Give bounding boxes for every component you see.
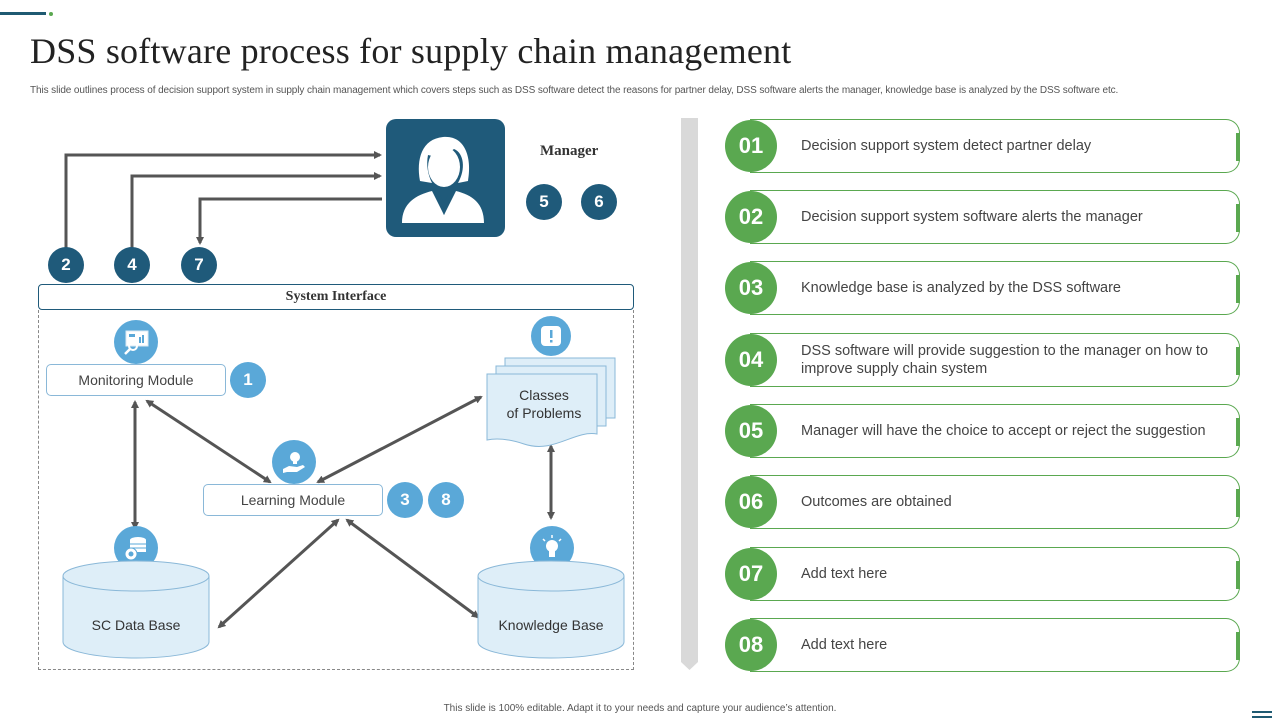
step-card (750, 190, 1240, 244)
top-accent-dot (49, 12, 53, 16)
sc-database-label: SC Data Base (91, 617, 181, 633)
step-card (750, 404, 1240, 458)
step-text: Manager will have the choice to accept o… (801, 423, 1206, 439)
step-text: Decision support system software alerts … (801, 209, 1143, 225)
learning-module: Learning Module (203, 484, 383, 516)
slide-title: DSS software process for supply chain ma… (30, 31, 792, 71)
knowledge-base-cylinder (477, 560, 625, 659)
step-badge-2: 2 (48, 247, 84, 283)
dashboard-magnifier-icon (114, 320, 158, 364)
top-accent-line (0, 12, 46, 15)
menu-lines-icon (1252, 711, 1272, 721)
vertical-divider-arrow (681, 118, 698, 670)
step-text: Add text here (801, 637, 888, 653)
step-card (750, 618, 1240, 672)
step-item: 04 DSS software will provide suggestion t… (725, 333, 1241, 387)
step-card-edge (1236, 133, 1240, 161)
arrow-learning-knowledge (345, 518, 480, 619)
step-item: 03 Knowledge base is analyzed by the DSS … (725, 261, 1241, 315)
classes-label-line1: Classes (519, 387, 569, 403)
step-card-edge (1236, 489, 1240, 517)
step-card-edge (1236, 632, 1240, 660)
step-badge-3: 3 (387, 482, 423, 518)
step-number: 02 (725, 191, 777, 243)
step-item: 02 Decision support system software alert… (725, 190, 1241, 244)
step-badge-4: 4 (114, 247, 150, 283)
monitoring-module: Monitoring Module (46, 364, 226, 396)
step-item: 07 Add text here (725, 547, 1241, 601)
manager-card (386, 119, 505, 237)
step-card-edge (1236, 204, 1240, 232)
step-badge-7: 7 (181, 247, 217, 283)
step-card (750, 333, 1240, 387)
step-item: 01 Decision support system detect partner… (725, 119, 1241, 173)
step-number: 03 (725, 262, 777, 314)
step-card (750, 547, 1240, 601)
step-text: Decision support system detect partner d… (801, 138, 1092, 154)
manager-label: Manager (540, 143, 599, 159)
step-badge-8: 8 (428, 482, 464, 518)
knowledge-base-label: Knowledge Base (498, 617, 604, 633)
step-card-edge (1236, 347, 1240, 375)
alert-exclamation-icon (531, 316, 571, 356)
step-item: 06 Outcomes are obtained (725, 475, 1241, 529)
arrow-step-7 (196, 197, 382, 245)
step-number: 01 (725, 120, 777, 172)
step-badge-5: 5 (526, 184, 562, 220)
step-number: 08 (725, 619, 777, 671)
connector-arrows (64, 151, 555, 629)
step-card (750, 475, 1240, 529)
slide-subtitle: This slide outlines process of decision … (30, 85, 1119, 96)
step-text: Outcomes are obtained (801, 494, 952, 510)
arrow-monitoring-learning (145, 399, 272, 484)
classes-of-problems-label: Classes of Problems (490, 386, 598, 422)
step-card (750, 119, 1240, 173)
step-item: 05 Manager will have the choice to accept… (725, 404, 1241, 458)
manager-person-icon (402, 136, 484, 223)
step-number: 06 (725, 476, 777, 528)
classes-of-problems-docs (486, 357, 616, 447)
step-card-edge (1236, 418, 1240, 446)
system-boundary (38, 310, 634, 670)
step-card-edge (1236, 275, 1240, 303)
system-interface-bar: System Interface (38, 284, 634, 310)
step-number: 05 (725, 405, 777, 457)
classes-label-line2: of Problems (506, 405, 582, 421)
step-number: 04 (725, 334, 777, 386)
arrow-step-4 (130, 172, 382, 248)
step-badge-1: 1 (230, 362, 266, 398)
slide-footer: This slide is 100% editable. Adapt it to… (443, 703, 837, 714)
step-item: 08 Add text here (725, 618, 1241, 672)
sc-database-cylinder (62, 560, 210, 659)
arrow-learning-sc-db (217, 518, 340, 629)
arrow-step-2 (64, 151, 382, 248)
step-text: Knowledge base is analyzed by the DSS so… (801, 280, 1121, 296)
step-text: DSS software will provide suggestion to … (801, 343, 1209, 377)
step-card (750, 261, 1240, 315)
step-number: 07 (725, 548, 777, 600)
step-badge-6: 6 (581, 184, 617, 220)
step-card-edge (1236, 561, 1240, 589)
step-text: Add text here (801, 566, 888, 582)
arrow-learning-classes (316, 395, 483, 484)
hand-bulb-icon (272, 440, 316, 484)
